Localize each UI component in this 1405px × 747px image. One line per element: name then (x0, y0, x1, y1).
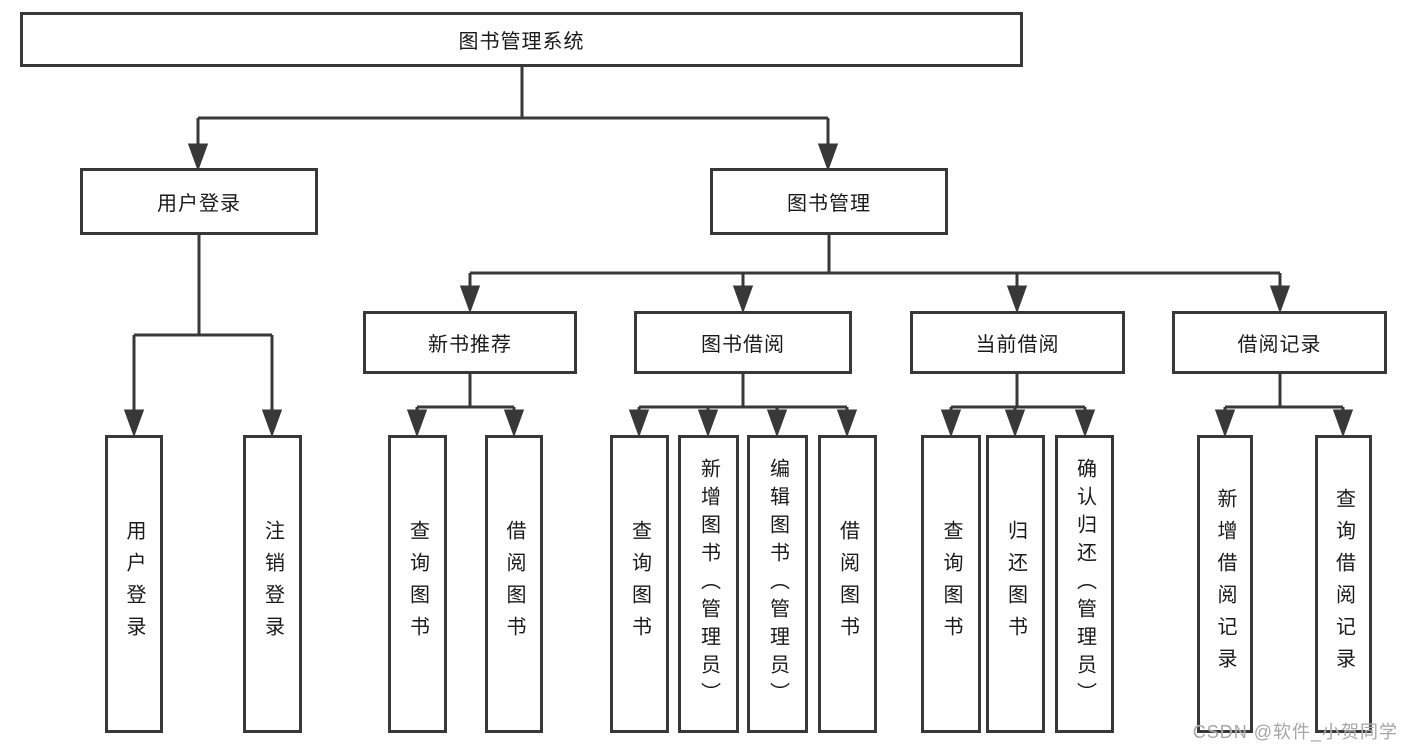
leaf-return-books: 归还图书 (986, 435, 1045, 733)
node-label: 注销登录 (261, 520, 284, 648)
leaf-add-borrow-record: 新增借阅记录 (1197, 435, 1253, 733)
node-label: 归还图书 (1004, 520, 1027, 648)
tree-node-borrowing-records: 借阅记录 (1172, 311, 1387, 374)
leaf-add-books-admin: 新增图书（管理员） (678, 435, 739, 733)
leaf-logout: 注销登录 (243, 435, 302, 733)
node-label: 图书管理系统 (458, 31, 585, 53)
leaf-query-books-recommend: 查询图书 (388, 435, 447, 733)
node-label: 新增借阅记录 (1214, 488, 1236, 680)
node-label: 用户登录 (157, 193, 241, 215)
node-label: 图书借阅 (701, 334, 785, 356)
node-label: 确认归还（管理员） (1073, 458, 1096, 710)
leaf-query-borrow-record: 查询借阅记录 (1315, 435, 1372, 733)
node-label: 新书推荐 (428, 334, 512, 356)
node-label: 查询图书 (940, 520, 962, 648)
node-label: 新增图书（管理员） (697, 458, 720, 710)
csdn-watermark: CSDN @软件_小贺同学 (1192, 722, 1398, 742)
node-label: 图书管理 (787, 193, 871, 215)
node-label: 借阅图书 (503, 520, 525, 648)
leaf-borrow-books: 借阅图书 (818, 435, 877, 733)
tree-node-new-book-recommend: 新书推荐 (363, 311, 577, 374)
tree-node-current-borrowing: 当前借阅 (910, 311, 1125, 374)
node-label: 借阅图书 (836, 520, 859, 648)
node-label: 用户登录 (123, 520, 145, 648)
tree-node-book-borrowing: 图书借阅 (634, 311, 852, 374)
leaf-confirm-return-admin: 确认归还（管理员） (1055, 435, 1114, 733)
tree-node-root: 图书管理系统 (20, 12, 1023, 67)
node-label: 当前借阅 (975, 334, 1060, 356)
leaf-edit-books-admin: 编辑图书（管理员） (747, 435, 808, 733)
node-label: 查询借阅记录 (1332, 488, 1355, 680)
node-label: 查询图书 (628, 520, 651, 648)
tree-node-book-management: 图书管理 (710, 168, 948, 235)
node-label: 编辑图书（管理员） (766, 458, 789, 710)
leaf-borrow-books-recommend: 借阅图书 (485, 435, 543, 733)
leaf-query-books-current: 查询图书 (921, 435, 981, 733)
node-label: 借阅记录 (1237, 334, 1322, 356)
leaf-query-books-borrowing: 查询图书 (610, 435, 669, 733)
tree-node-user-login: 用户登录 (80, 168, 318, 235)
node-label: 查询图书 (406, 520, 429, 648)
leaf-user-login: 用户登录 (105, 435, 163, 733)
